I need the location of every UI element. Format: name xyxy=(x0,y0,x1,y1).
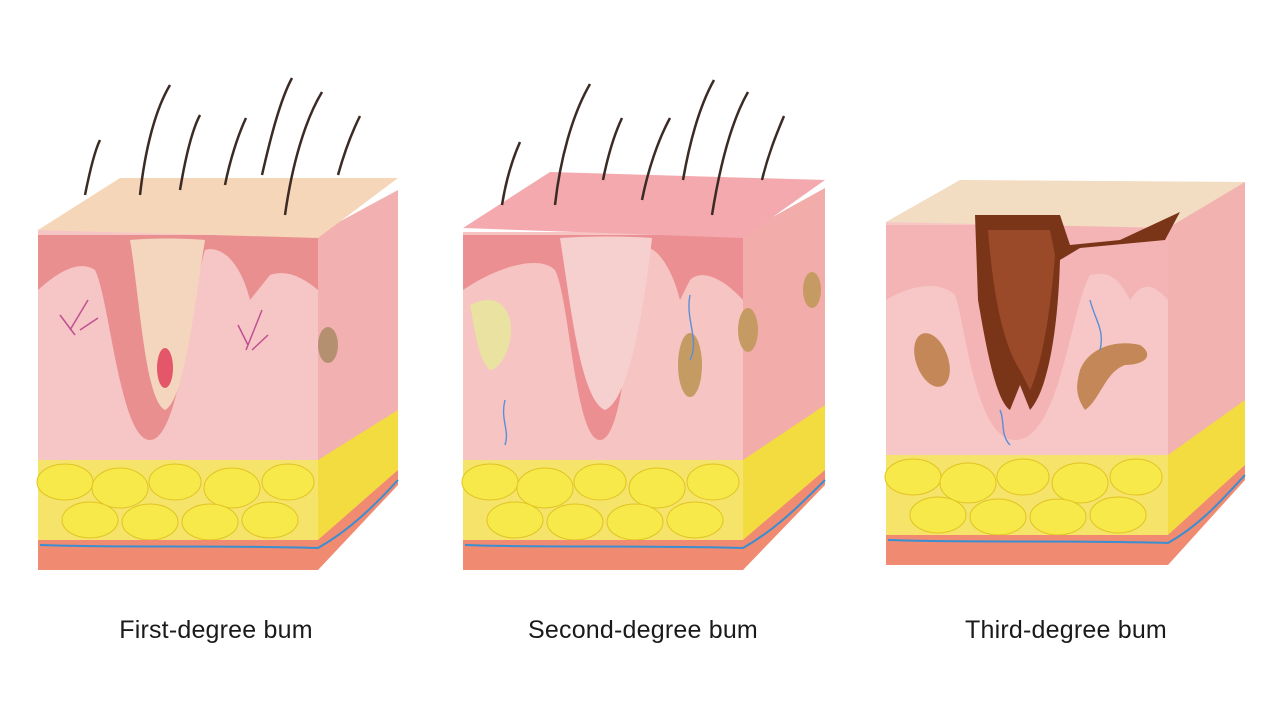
skin-surface-top xyxy=(463,172,825,238)
burn-area xyxy=(560,236,652,410)
sweat-gland xyxy=(470,300,511,370)
fat-cell xyxy=(1029,498,1087,536)
muscle-base xyxy=(38,470,398,570)
hair-strand xyxy=(178,114,202,191)
hair-strand xyxy=(681,79,716,181)
nerve-ending xyxy=(59,299,269,351)
fat-cell xyxy=(939,462,997,504)
hair-strand xyxy=(640,117,672,201)
hair-strand xyxy=(601,117,624,181)
fat-cell xyxy=(486,501,544,539)
hair-strand xyxy=(83,139,102,196)
fat-cell xyxy=(884,458,942,496)
fat-cell xyxy=(969,498,1027,536)
third-degree-caption: Third-degree bum xyxy=(965,616,1167,644)
fat-cell xyxy=(461,463,519,501)
fat-cell xyxy=(516,467,574,509)
fat-cell xyxy=(203,467,261,509)
first-degree-caption: First-degree bum xyxy=(119,616,313,644)
hair-strand xyxy=(336,115,362,176)
fat-cell xyxy=(686,463,740,501)
hair-follicle xyxy=(157,348,173,388)
blood-vessel xyxy=(464,479,826,550)
fat-cell xyxy=(181,503,239,541)
fat-side-face xyxy=(318,410,398,540)
first-degree-skin-block xyxy=(36,77,399,570)
fat-cell xyxy=(1109,458,1163,496)
sweat-gland xyxy=(1077,343,1148,410)
blood-vessel xyxy=(887,474,1246,545)
muscle-base xyxy=(463,470,825,570)
blood-vessel xyxy=(39,479,399,550)
second-degree-caption: Second-degree bum xyxy=(528,616,758,644)
hair-strand xyxy=(260,77,294,176)
sebaceous-gland xyxy=(738,308,758,352)
fat-cell xyxy=(546,503,604,541)
fat-cell xyxy=(909,496,967,534)
fat-cell xyxy=(148,463,202,501)
hair-strand xyxy=(500,141,522,206)
second-degree-skin-block xyxy=(461,79,826,570)
hair-strand xyxy=(138,84,172,196)
hair-strand xyxy=(283,91,324,216)
hair-strand xyxy=(760,115,786,181)
fat-cell xyxy=(606,503,664,541)
muscle-base xyxy=(886,465,1245,565)
fat-cell xyxy=(261,463,315,501)
fat-cell xyxy=(628,467,686,509)
fat-cell xyxy=(61,501,119,539)
third-degree-skin-block xyxy=(884,180,1246,565)
hair-strand xyxy=(223,117,248,186)
sebaceous-gland xyxy=(803,272,821,308)
hair-strand xyxy=(553,83,592,206)
hair-strand xyxy=(710,91,750,216)
fat-cell xyxy=(1051,462,1109,504)
fat-cell xyxy=(996,458,1050,496)
fat-cell xyxy=(121,503,179,541)
burn-area xyxy=(130,238,205,410)
fat-cell xyxy=(91,467,149,509)
sebaceous-gland xyxy=(678,333,702,397)
skin-surface-top xyxy=(38,178,398,238)
eschar-highlight xyxy=(988,230,1055,390)
fat-cell xyxy=(666,501,724,539)
sebaceous-gland xyxy=(914,333,950,387)
sebaceous-gland xyxy=(318,327,338,363)
nerve-fiber xyxy=(502,294,695,446)
fat-cell xyxy=(573,463,627,501)
fat-side-face xyxy=(743,405,825,540)
nerve-fiber xyxy=(999,299,1102,446)
fat-cell xyxy=(241,501,299,539)
fat-cell xyxy=(1089,496,1147,534)
fat-side-face xyxy=(1168,400,1245,535)
fat-cell xyxy=(36,463,94,501)
